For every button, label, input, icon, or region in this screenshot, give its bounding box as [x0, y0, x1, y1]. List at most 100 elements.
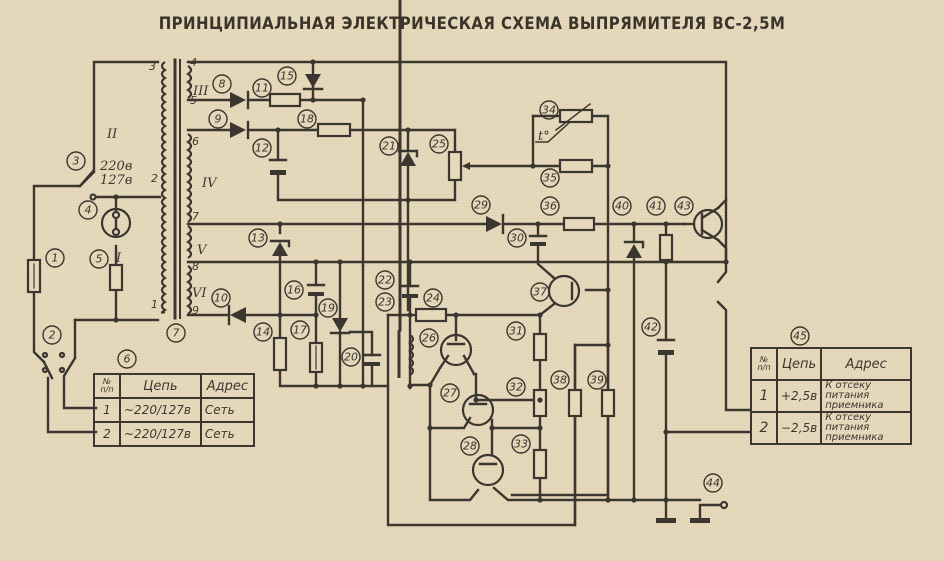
- pin-3: 3: [149, 60, 156, 73]
- ref-2: 2: [42, 325, 62, 345]
- ref-6: 6: [117, 349, 137, 369]
- ref-3: 3: [66, 151, 86, 171]
- resistor-14: [272, 336, 288, 372]
- svg-text:42: 42: [644, 321, 658, 334]
- ref-16: 16: [284, 280, 304, 300]
- input-connector-table: № п/п Цепь Адрес 1 ~220/127в Сеть 2 ~220…: [93, 373, 256, 447]
- resistor-18: [316, 122, 352, 138]
- junctions: [113, 59, 729, 503]
- transistor-26: [439, 333, 473, 367]
- svg-text:43: 43: [677, 200, 691, 213]
- ref-28: 28: [460, 436, 480, 456]
- inductor-icon: [408, 334, 415, 376]
- ref-31: 31: [506, 321, 526, 341]
- terminal-44: [719, 500, 729, 510]
- potentiometer-25: [447, 150, 463, 182]
- ref-23: 23: [375, 292, 395, 312]
- ref-35: 35: [540, 168, 560, 188]
- svg-text:18: 18: [300, 113, 314, 126]
- svg-text:17: 17: [293, 324, 307, 337]
- ref-36: 36: [540, 196, 560, 216]
- svg-text:22: 22: [378, 274, 392, 287]
- ref-17: 17: [290, 320, 310, 340]
- ref-12: 12: [252, 138, 272, 158]
- ref-9: 9: [208, 109, 228, 129]
- svg-text:5: 5: [96, 253, 103, 266]
- svg-text:32: 32: [509, 381, 523, 394]
- lamp-icon: [100, 207, 132, 239]
- resistor-31: [532, 332, 548, 362]
- switch-icon: [78, 170, 96, 188]
- svg-text:40: 40: [615, 200, 629, 213]
- ref-20: 20: [341, 347, 361, 367]
- winding-label-iv: IV: [201, 176, 218, 191]
- svg-text:9: 9: [215, 113, 222, 126]
- table-row: 1 +2,5в К отсеку питания приемника: [750, 379, 912, 413]
- table-row: 1 ~220/127в Сеть: [93, 397, 256, 423]
- wire-plug-2: [46, 376, 98, 434]
- svg-text:27: 27: [443, 387, 457, 400]
- resistor-32: [532, 388, 548, 418]
- svg-text:26: 26: [422, 332, 436, 345]
- pin-5: 5: [190, 94, 197, 107]
- svg-text:23: 23: [378, 296, 392, 309]
- wire-primary-top: [32, 60, 160, 262]
- header-num: № п/п: [750, 347, 778, 381]
- ref-22: 22: [375, 270, 395, 290]
- table-row: 2 −2,5в К отсеку питания приемника: [750, 411, 912, 445]
- pin-6: 6: [192, 135, 199, 148]
- winding-primary: [160, 61, 167, 314]
- zener-40: [626, 244, 642, 258]
- plug-icon: [42, 360, 54, 380]
- diagram-title: ПРИНЦИПИАЛЬНАЯ ЭЛЕКТРИЧЕСКАЯ СХЕМА ВЫПРЯ…: [158, 14, 786, 34]
- output-connector-table: № п/п Цепь Адрес 1 +2,5в К отсеку питани…: [750, 347, 912, 445]
- ref-37: 37: [530, 282, 550, 302]
- svg-text:13: 13: [251, 232, 265, 245]
- wire-fuse-down: [32, 290, 46, 364]
- diode-15: [305, 74, 321, 88]
- ref-29: 29: [471, 195, 491, 215]
- resistor-41: [658, 233, 674, 262]
- wire-out-plus: [716, 300, 752, 412]
- ref-18: 18: [297, 109, 317, 129]
- header-address: Адрес: [820, 347, 912, 381]
- transistor-27: [461, 393, 495, 427]
- ref-11: 11: [252, 78, 272, 98]
- svg-text:33: 33: [514, 438, 528, 451]
- ref-33: 33: [511, 434, 531, 454]
- thyristor-19: [332, 318, 348, 332]
- pin-2: 2: [151, 172, 158, 185]
- svg-text:44: 44: [706, 477, 720, 490]
- winding-label-ii: II: [106, 127, 118, 142]
- ref-15: 15: [277, 66, 297, 86]
- ground-icon: [656, 518, 676, 523]
- winding-v: [186, 225, 193, 259]
- svg-text:39: 39: [590, 374, 604, 387]
- ref-4: 4: [78, 200, 98, 220]
- winding-label-v: V: [197, 243, 208, 258]
- svg-text:19: 19: [321, 302, 335, 315]
- header-num: № п/п: [93, 373, 121, 399]
- svg-text:24: 24: [426, 292, 440, 305]
- ref-32: 32: [506, 377, 526, 397]
- svg-text:41: 41: [649, 200, 663, 213]
- resistor-35: [558, 158, 594, 174]
- winding-label-vi: VI: [192, 286, 207, 301]
- ref-19: 19: [318, 298, 338, 318]
- svg-text:10: 10: [214, 292, 228, 305]
- header-circuit: Цепь: [775, 347, 823, 381]
- ref-7: 7: [166, 323, 186, 343]
- winding-label-i: I: [115, 251, 122, 266]
- svg-text:21: 21: [382, 140, 396, 153]
- svg-text:8: 8: [219, 78, 226, 91]
- ref-13: 13: [248, 228, 268, 248]
- resistor-5: [108, 263, 124, 292]
- svg-text:29: 29: [474, 199, 488, 212]
- ref-45: 45: [790, 326, 810, 346]
- thermistor-label: t°: [538, 129, 550, 144]
- ref-14: 14: [253, 322, 273, 342]
- ref-40: 40: [612, 196, 632, 216]
- resistor-33: [532, 448, 548, 480]
- wires: [32, 58, 752, 527]
